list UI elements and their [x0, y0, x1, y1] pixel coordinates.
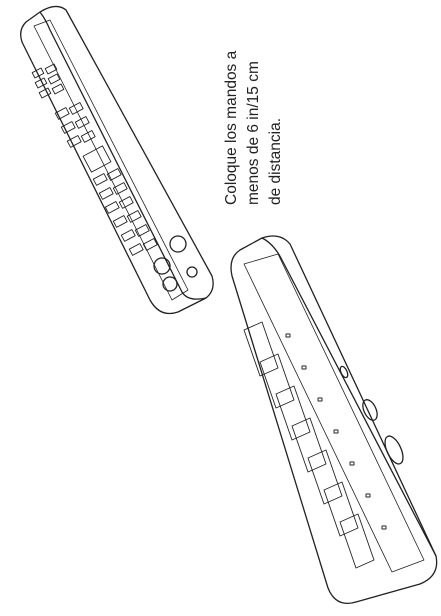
- distance-instruction: Coloque los mandos a menos de 6 in/15 cm…: [221, 0, 287, 205]
- remote-control-2: [230, 235, 438, 605]
- instruction-line-3: de distancia.: [267, 117, 284, 205]
- remote-1-inner-rim: [33, 19, 189, 301]
- remote-2-side-buttons: [339, 365, 404, 465]
- remote-control-1: [20, 5, 214, 315]
- remote-2-side-edge: [261, 237, 437, 557]
- instruction-line-1: Coloque los mandos a: [223, 50, 240, 205]
- remote-1-round-buttons: [153, 235, 198, 292]
- remote-1-body: [20, 5, 214, 315]
- remote-1-buttons: [31, 63, 158, 256]
- remote-2-indicator-leds: [285, 333, 387, 530]
- remote-2-inner-rim: [243, 253, 425, 573]
- remote-2-body: [230, 235, 438, 605]
- instruction-line-2: menos de 6 in/15 cm: [245, 61, 262, 205]
- remote-1-side-edge: [39, 11, 207, 300]
- remote-2-keypads: [243, 321, 375, 569]
